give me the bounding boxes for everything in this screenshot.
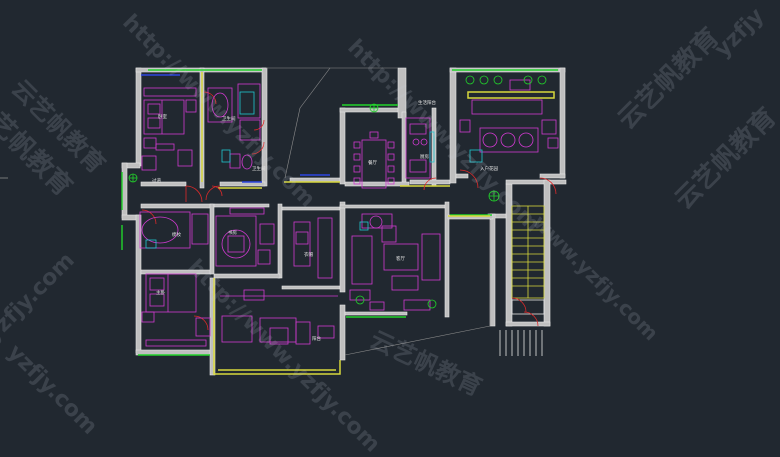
room-label-utility: 生活阳台 (418, 99, 436, 106)
fixtures (145, 91, 483, 249)
furniture (139, 79, 559, 347)
door-swings (141, 91, 557, 331)
room-label-master-bedroom: 主卧 (156, 289, 165, 296)
room-label-study: 书房 (228, 229, 237, 236)
staircase (499, 205, 545, 356)
room-label-balcony: 阳台 (312, 335, 321, 342)
room-label-bathroom-1: 卫生间 (222, 115, 236, 122)
leader-lines (266, 67, 491, 356)
room-labels: 卧室 卫生间 卫生间 餐厅 厨房 入户花园 书房 衣帽 主卧 客厅 阳台 过道 … (152, 99, 498, 342)
room-label-dresser: 梳妆 (172, 231, 181, 238)
room-label-dining: 餐厅 (368, 159, 377, 166)
room-label-aisle: 过道 (152, 177, 161, 184)
plants (128, 75, 547, 309)
room-label-closet: 衣帽 (304, 251, 313, 258)
balcony-rails (201, 72, 555, 375)
room-label-bedroom-2: 卧室 (158, 113, 167, 120)
room-label-entrance-hall: 入户花园 (480, 165, 498, 172)
room-label-kitchen: 厨房 (420, 153, 429, 160)
room-label-living: 客厅 (396, 255, 405, 262)
room-label-bathroom-2: 卫生间 (252, 165, 266, 172)
window-lines (121, 69, 558, 356)
floor-plan-canvas: 卧室 卫生间 卫生间 餐厅 厨房 入户花园 书房 衣帽 主卧 客厅 阳台 过道 … (0, 67, 567, 376)
